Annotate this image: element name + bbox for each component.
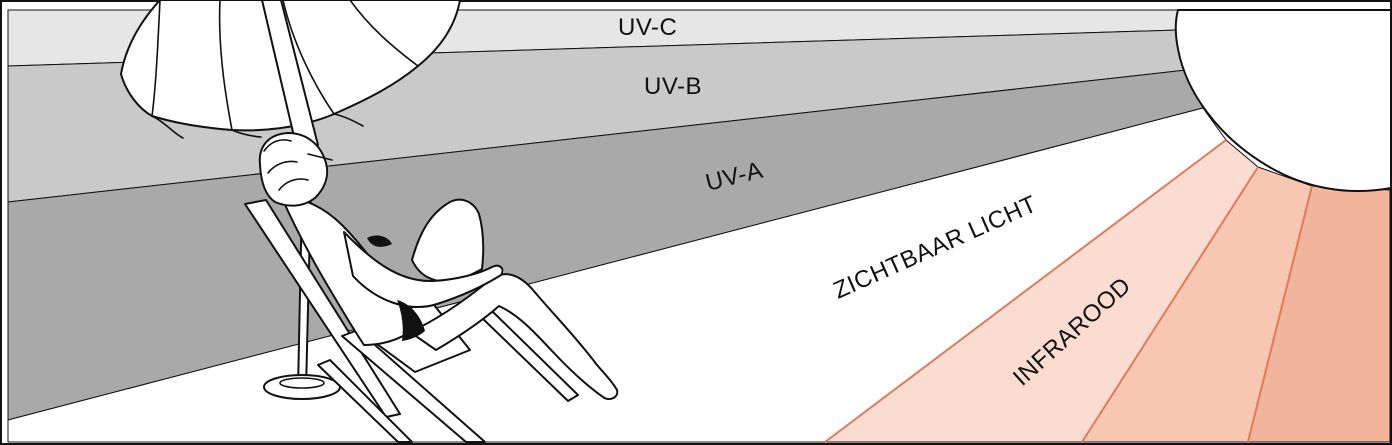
umbrella-rib-3 bbox=[282, 0, 335, 115]
person-hair-curl-1 bbox=[263, 139, 292, 152]
infrared-ray-line-1 bbox=[824, 139, 1227, 443]
umbrella-base-ring bbox=[279, 377, 325, 389]
uv-b-label: UV-B bbox=[644, 73, 702, 100]
chair-leg-back bbox=[317, 359, 413, 443]
umbrella-scallop-2 bbox=[231, 129, 262, 138]
umbrella-rib-4 bbox=[349, 0, 419, 67]
chair-front-frame bbox=[341, 329, 486, 443]
person-swimsuit-top bbox=[367, 235, 392, 247]
person-sunglasses bbox=[307, 153, 333, 161]
umbrella-rib-1 bbox=[151, 0, 161, 117]
person-head bbox=[258, 132, 329, 207]
chair-back-frame bbox=[244, 199, 401, 418]
infrared-ray-line-2 bbox=[1081, 166, 1259, 443]
uv-c-label: UV-C bbox=[618, 14, 677, 41]
umbrella-scallop-1 bbox=[151, 115, 184, 139]
person-arm bbox=[343, 231, 504, 308]
person-swimsuit-bottom bbox=[397, 300, 425, 341]
umbrella-scallop-3 bbox=[333, 113, 364, 127]
person-hair-curl-3 bbox=[278, 178, 309, 191]
person-hair-curl-2 bbox=[267, 160, 298, 174]
sunbather-icon bbox=[258, 132, 619, 400]
infrared-ray-lines bbox=[824, 139, 1313, 443]
umbrella-rib-2 bbox=[218, 0, 233, 131]
infrared-ray-line-3 bbox=[1247, 185, 1313, 443]
sun-icon bbox=[1174, 9, 1392, 193]
